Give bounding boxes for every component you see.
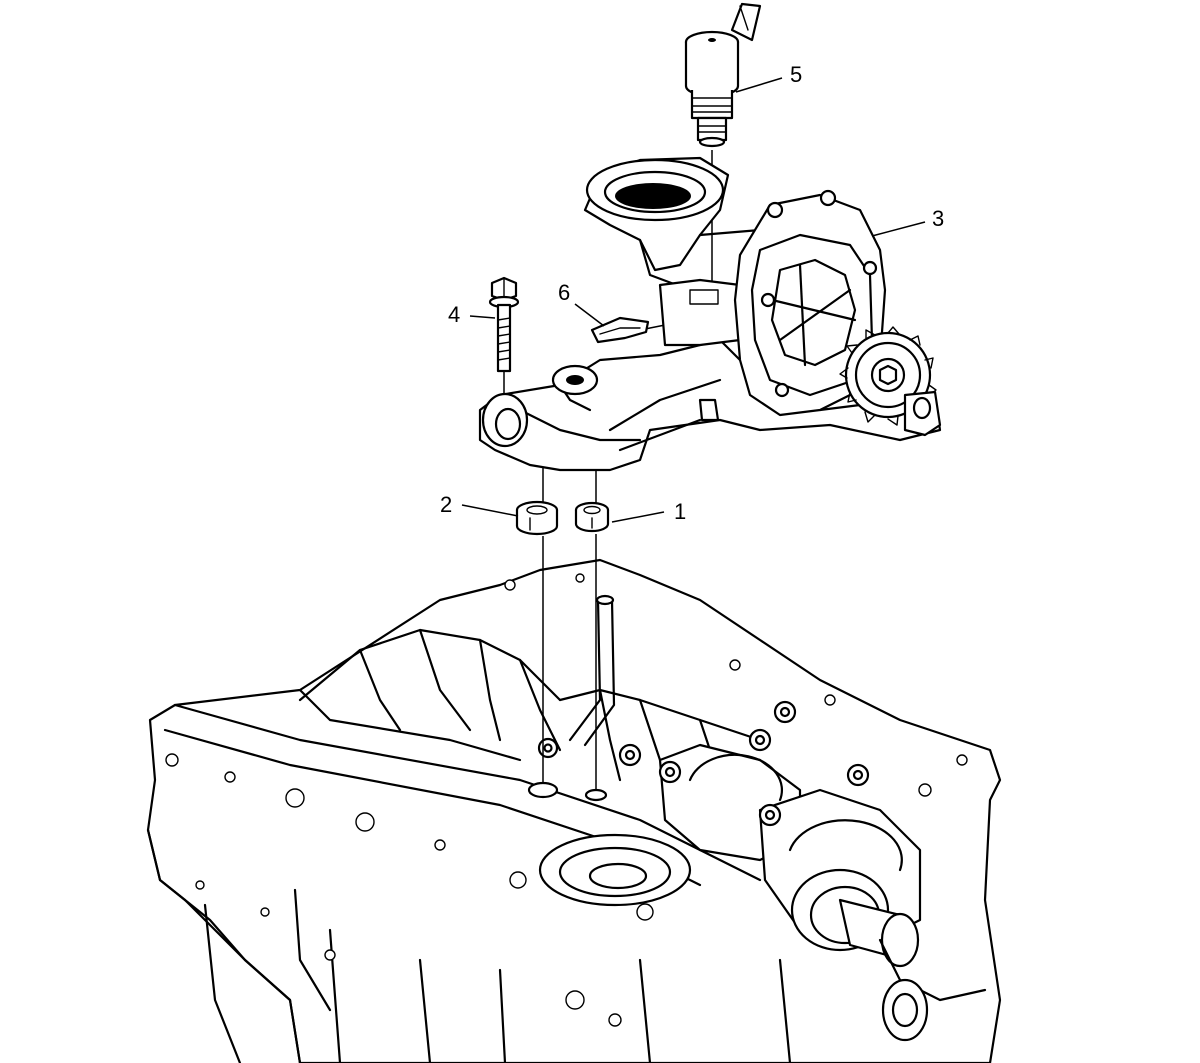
callout-6-label: 6 — [558, 280, 570, 305]
callout-1: 1 — [611, 499, 686, 524]
callout-1-label: 1 — [674, 499, 686, 524]
pump-mounting-bolt — [488, 276, 520, 373]
callout-5: 5 — [735, 62, 802, 93]
pump-screen-gasket — [590, 316, 650, 344]
oil-pressure-control-solenoid — [684, 2, 762, 148]
callout-6: 6 — [558, 280, 605, 327]
oil-pump-assembly — [478, 156, 942, 472]
callout-3: 3 — [871, 206, 944, 237]
engine-block — [146, 558, 1002, 1063]
dowel-sleeve-2 — [515, 500, 559, 536]
dowel-sleeve-1 — [574, 501, 610, 533]
callout-4-label: 4 — [448, 302, 460, 327]
callout-5-label: 5 — [790, 62, 802, 87]
callout-2: 2 — [440, 492, 519, 517]
callout-3-label: 3 — [932, 206, 944, 231]
callout-4: 4 — [448, 302, 496, 327]
callout-2-label: 2 — [440, 492, 452, 517]
cap-bolts — [537, 700, 870, 827]
block-mounting-holes — [165, 573, 968, 1027]
